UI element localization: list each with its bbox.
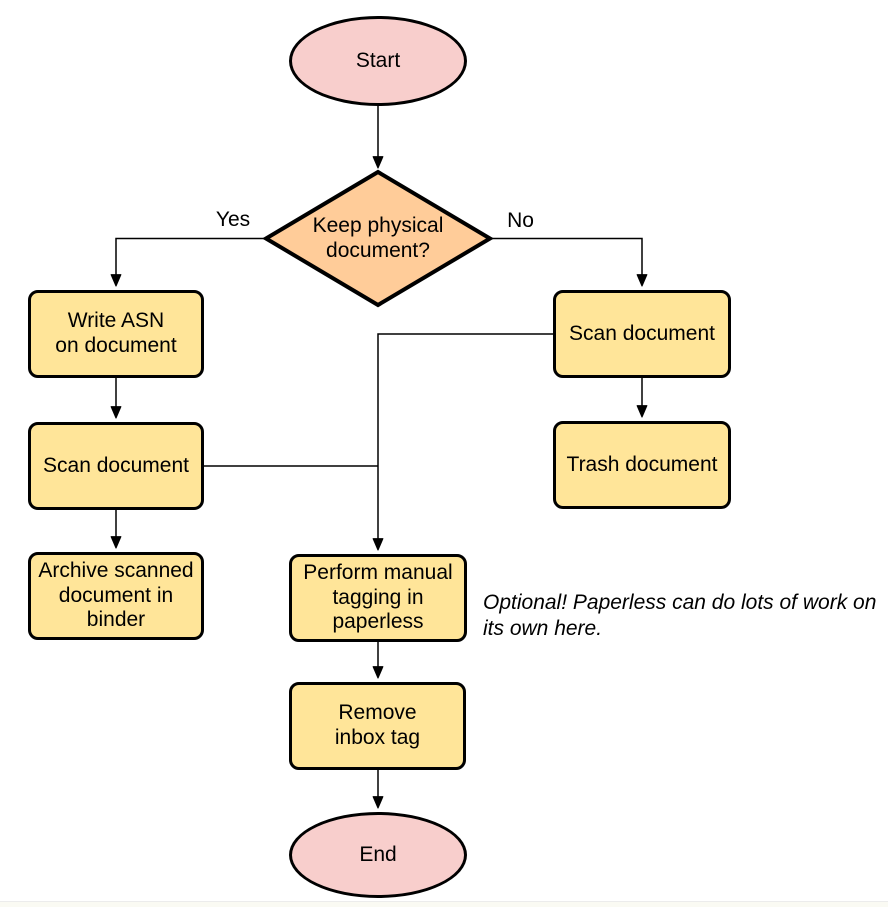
- process-scan-document-right: Scan document: [553, 290, 731, 378]
- edge-decision-no-to-scan-right: [491, 237, 648, 287]
- edge-scan-right-to-tagging: [372, 333, 553, 551]
- start-label: Start: [355, 48, 401, 72]
- process-label: Perform manual tagging in paperless: [303, 560, 453, 634]
- process-label: Archive scanned document in binder: [38, 558, 194, 632]
- process-label: Write ASN on document: [55, 309, 177, 357]
- decision-label: Keep physical document?: [312, 213, 444, 262]
- process-label: Scan document: [569, 321, 715, 345]
- process-label: Remove inbox tag: [334, 701, 421, 749]
- annotation-optional-paperless: Optional! Paperless can do lots of work …: [483, 591, 877, 641]
- process-trash-document: Trash document: [553, 421, 731, 509]
- process-remove-inbox-tag: Remove inbox tag: [289, 682, 466, 770]
- page-bottom-strip: [0, 901, 888, 907]
- decision-diamond-shape: [262, 169, 494, 308]
- end-label: End: [359, 842, 397, 866]
- process-scan-document-left: Scan document: [28, 422, 204, 510]
- process-archive-scanned-document: Archive scanned document in binder: [28, 552, 204, 640]
- end-terminator: End: [289, 812, 467, 898]
- edge-decision-yes-to-write-asn: [110, 237, 265, 287]
- edge-label-yes: Yes: [215, 208, 251, 231]
- decision-keep-physical-document: Keep physical document?: [266, 172, 490, 305]
- edge-label-no: No: [507, 209, 534, 232]
- start-terminator: Start: [289, 16, 467, 106]
- process-perform-manual-tagging: Perform manual tagging in paperless: [289, 554, 467, 642]
- process-label: Scan document: [43, 453, 189, 477]
- process-label: Trash document: [566, 452, 718, 476]
- process-write-asn-on-document: Write ASN on document: [28, 290, 204, 378]
